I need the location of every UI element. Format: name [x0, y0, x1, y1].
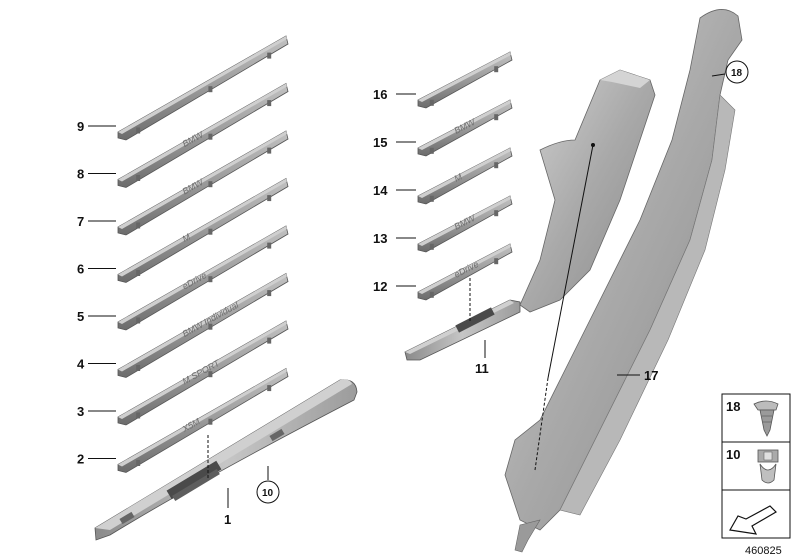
right-label-group: 16 15 14 13 12 [373, 87, 416, 294]
document-number: 460825 [745, 545, 782, 557]
strip-part-8: BMW [117, 82, 289, 188]
legend-box-arrow [721, 489, 791, 539]
label-part-9: 9 [77, 119, 84, 134]
legend-box-18: 18 [721, 393, 791, 443]
strip-part-2: X5M [117, 367, 289, 473]
clip-icon-18 [753, 400, 779, 411]
label-part-15: 15 [373, 135, 387, 150]
strip-part-7: BMW [117, 130, 289, 236]
strip-part-12: eDrive [417, 243, 513, 301]
panel-part-17 [504, 9, 743, 553]
emblem-part-14: M [452, 171, 464, 184]
circle-part-10 [256, 480, 280, 504]
strip-part-3: M SPORT [117, 320, 289, 426]
left-label-group: 9 8 7 6 5 4 3 2 [77, 119, 116, 467]
label-part-3: 3 [77, 404, 84, 419]
label-part-14: 14 [373, 183, 388, 198]
sill-cover-upper [519, 69, 656, 313]
label-part-18: 18 [731, 68, 743, 79]
label-part-6: 6 [77, 262, 84, 277]
strip-part-14: M [417, 147, 513, 205]
emblem-part-6: M [181, 231, 193, 244]
legend-box-10: 10 [721, 441, 791, 491]
label-part-7: 7 [77, 214, 84, 229]
strip-part-9 [117, 35, 289, 141]
label-part-5: 5 [77, 309, 84, 324]
strip-part-5: eDrive [117, 225, 289, 331]
label-part-11: 11 [475, 361, 489, 376]
strip-part-13: BMW [417, 195, 513, 253]
label-part-12: 12 [373, 279, 387, 294]
label-part-4: 4 [77, 357, 85, 372]
direction-arrow-icon [729, 505, 777, 535]
strip-part-4: BMW Individual [117, 272, 289, 378]
label-part-2: 2 [77, 452, 84, 467]
circle-part-18 [725, 60, 749, 84]
legend-label-18: 18 [726, 399, 740, 414]
label-part-8: 8 [77, 167, 84, 182]
label-part-13: 13 [373, 231, 387, 246]
leader-part-18 [711, 73, 726, 77]
label-part-1: 1 [224, 512, 231, 527]
strip-part-6: M [117, 177, 289, 283]
sill-part-11 [404, 299, 521, 361]
leader-dot [591, 143, 595, 147]
strip-part-16 [417, 51, 513, 109]
legend-label-10: 10 [726, 447, 740, 462]
guide-line-hidden [534, 377, 549, 471]
leader-sill-cover [547, 144, 594, 379]
label-part-17: 17 [644, 368, 658, 383]
emblem-part-4: BMW Individual [181, 299, 241, 339]
label-part-10: 10 [262, 488, 274, 499]
strip-part-15: BMW [417, 99, 513, 157]
sill-part-1 [94, 379, 358, 541]
label-part-16: 16 [373, 87, 387, 102]
